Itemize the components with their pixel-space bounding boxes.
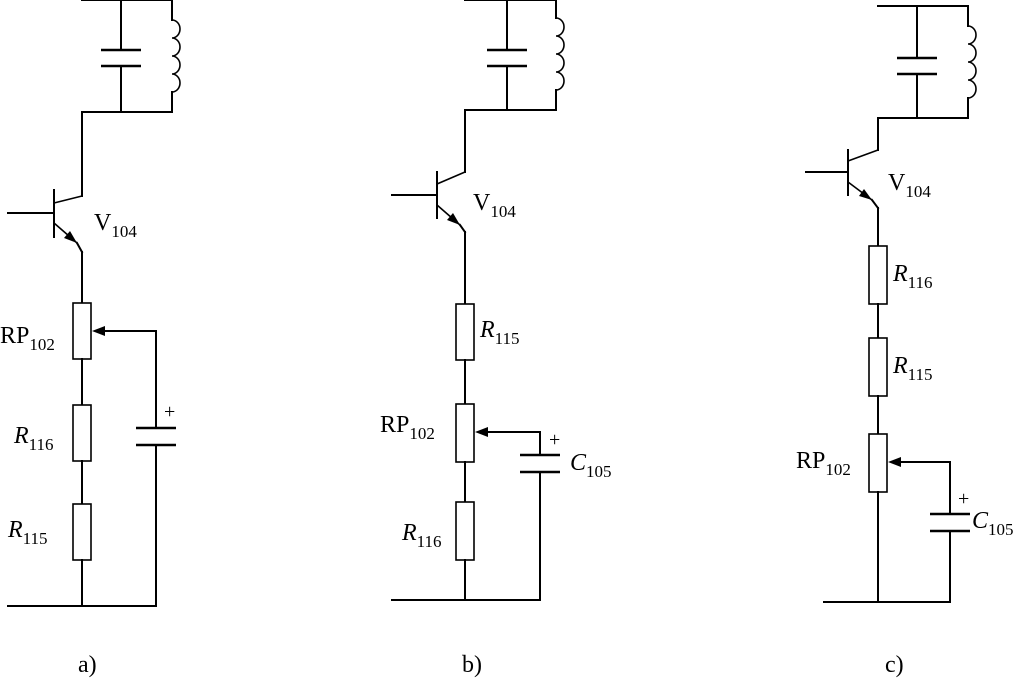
component-label-a-1: RP102 (0, 323, 55, 354)
resistor-r115-b (455, 303, 475, 361)
resistor-r115-a (72, 503, 92, 561)
component-label-a-2: R116 (13, 423, 54, 454)
transistor-a (7, 189, 84, 254)
wiper-arrow-a (92, 326, 105, 336)
tank-inductor-c (967, 25, 977, 99)
wiper-arrow-c (888, 457, 901, 467)
resistor-r116-b (455, 501, 475, 561)
capacitor-polarity-b: + (549, 429, 560, 451)
lc-tank-a (81, 0, 181, 197)
tank-inductor-b (555, 17, 565, 91)
emitter-arrow-b (447, 213, 460, 225)
potentiometer-rp102-b (455, 403, 475, 463)
caption-a: a) (78, 652, 97, 678)
transistor-b (391, 171, 467, 234)
transistor-label-c: V104 (888, 170, 931, 201)
circuit-c: V104 + C105 R116 R115 RP102 c) (796, 5, 1014, 678)
transistor-label-b: V104 (473, 190, 516, 221)
component-label-c-1: R116 (892, 261, 933, 292)
resistor-r115-c (868, 337, 888, 397)
resistor-r116-c (868, 245, 888, 305)
transistor-c (805, 149, 880, 210)
emitter-arrow-c (859, 189, 872, 200)
component-label-c-2: R115 (892, 353, 933, 384)
wiper-arrow-b (475, 427, 488, 437)
component-label-b-1: R115 (479, 317, 520, 348)
resistor-r116-a (72, 404, 92, 462)
tank-inductor-a (171, 19, 181, 93)
potentiometer-rp102-a (72, 302, 92, 360)
circuit-a: V104 + RP102 R116 R115 a) (0, 0, 181, 678)
emitter-arrow-a (64, 231, 77, 243)
component-label-a-3: R115 (7, 517, 48, 548)
transistor-label-a: V104 (94, 210, 137, 241)
lc-tank-c (877, 5, 977, 151)
circuit-b: V104 + C105 R115 RP102 R116 b) (380, 0, 612, 678)
capacitor-label-b: C105 (570, 450, 612, 481)
lc-tank-b (464, 0, 565, 173)
capacitor-polarity-a: + (164, 401, 175, 423)
caption-b: b) (462, 652, 482, 678)
component-label-b-2: RP102 (380, 412, 435, 443)
capacitor-label-c: C105 (972, 508, 1014, 539)
caption-c: c) (885, 652, 904, 678)
capacitor-polarity-c: + (958, 488, 969, 510)
component-label-b-3: R116 (401, 520, 442, 551)
potentiometer-rp102-c (868, 433, 888, 493)
component-label-c-3: RP102 (796, 448, 851, 479)
